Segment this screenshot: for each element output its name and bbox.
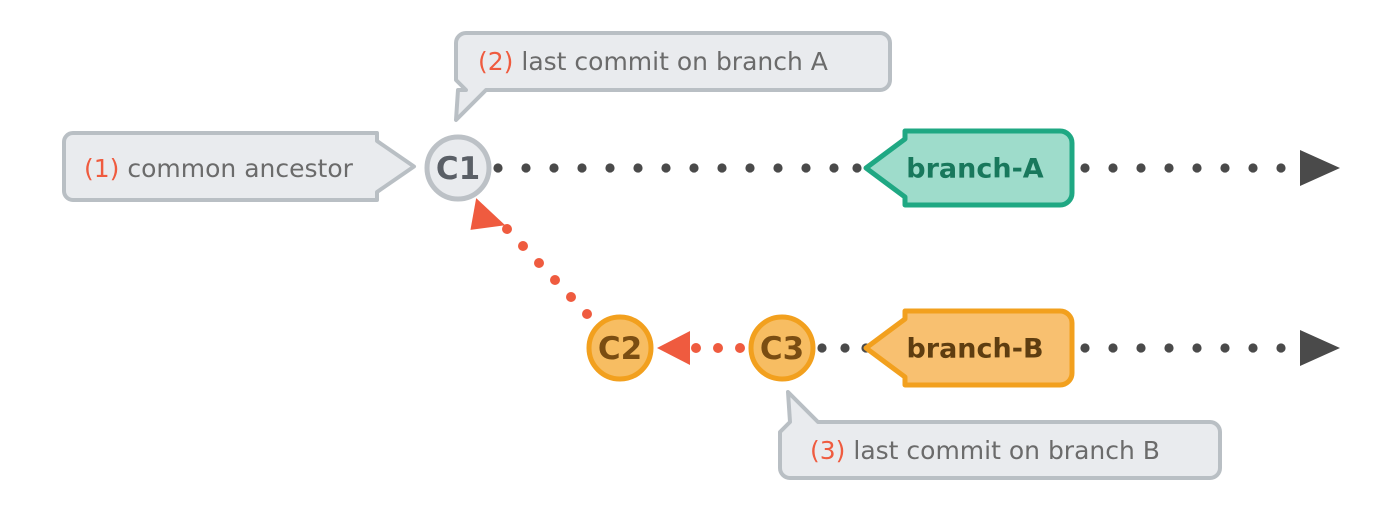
callout-3-index: (3) [810,436,845,465]
callout-1-bubble [62,131,416,202]
callout-3-body: last commit on branch B [853,436,1160,465]
commit-node-c1[interactable]: C1 [424,134,492,202]
timeline-a-dots-left [493,163,862,173]
edge-c3-to-c2-dots [691,343,745,353]
commit-c2-circle [586,314,654,382]
callout-1-text: (1) common ancestor [84,154,354,183]
branch-b-label: branch-B [906,334,1043,365]
timeline-a [493,150,1340,186]
callout-3-bubble [778,390,1222,480]
commit-c1-circle [424,134,492,202]
callout-2-index: (2) [478,47,513,76]
branch-a-tag-shape [863,128,1075,208]
callout-2-text: (2) last commit on branch A [478,47,828,76]
edge-c3-to-c2-arrowhead [657,331,690,365]
callout-2-body: last commit on branch A [521,47,828,76]
edge-c2-to-c1-arrowhead [470,198,506,230]
callout-common-ancestor[interactable]: (1) common ancestor [62,131,416,202]
commit-node-c2[interactable]: C2 [586,314,654,382]
timeline-a-dots-right [1080,163,1286,173]
branch-tag-branch-a[interactable]: branch-A [863,128,1075,208]
commit-c3-label: C3 [760,331,804,367]
callout-last-commit-branch-a[interactable]: (2) last commit on branch A [454,31,892,122]
callout-1-body: common ancestor [127,154,353,183]
branch-b-tag-shape [863,308,1075,388]
callout-1-index: (1) [84,154,119,183]
timeline-a-arrowhead [1300,150,1340,186]
callout-3-text: (3) last commit on branch B [810,436,1160,465]
callout-2-bubble [454,31,892,122]
timeline-b-arrowhead [1300,330,1340,366]
callout-last-commit-branch-b[interactable]: (3) last commit on branch B [778,390,1222,480]
timeline-b-dots-right [1080,343,1286,353]
commit-node-c3[interactable]: C3 [748,314,816,382]
commit-c1-label: C1 [436,151,480,187]
commit-c2-label: C2 [598,331,642,367]
edge-c2-to-c1 [470,198,592,319]
timeline-b-dots-left [817,343,871,353]
timeline-b [817,330,1340,366]
edge-c3-to-c2 [657,331,745,365]
branch-tag-branch-b[interactable]: branch-B [863,308,1075,388]
edge-c2-to-c1-dots [502,224,592,319]
commit-c3-circle [748,314,816,382]
branch-a-label: branch-A [906,154,1044,185]
